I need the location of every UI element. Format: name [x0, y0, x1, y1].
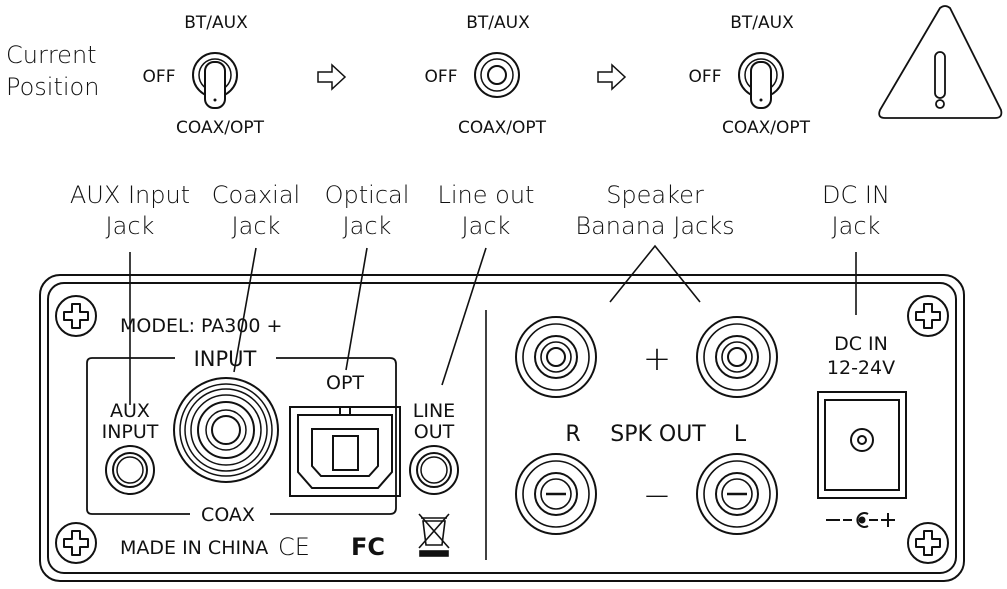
switch-1-top-label: BT/AUX — [184, 13, 248, 33]
callout-dcin-line2: Jack — [832, 212, 881, 240]
coax-label: COAX — [201, 504, 255, 526]
spk-out-label: SPK OUT — [610, 422, 706, 447]
speaker-terminal-l-plus — [696, 316, 778, 398]
current-position-label-line2: Position — [6, 73, 99, 101]
callout-opt-line1: Optical — [325, 181, 410, 209]
switch-1-left-label: OFF — [143, 67, 176, 87]
callout-dcin-line1: DC IN — [822, 181, 890, 209]
callout-coax-line2: Jack — [232, 212, 281, 240]
line-out-jack — [409, 445, 459, 495]
lineout-label-line2: OUT — [414, 421, 455, 443]
dc-in-jack — [817, 391, 907, 499]
fcc-mark-icon: FC — [351, 533, 385, 561]
arrow-right-icon-1 — [317, 63, 347, 91]
weee-bin-icon — [418, 513, 450, 557]
callout-aux-line2: Jack — [106, 212, 155, 240]
ce-mark-icon: CE — [278, 533, 310, 561]
switch-2-bottom-label: COAX/OPT — [458, 118, 547, 138]
model-label: MODEL: PA300 + — [120, 315, 282, 337]
dc-label-line2: 12-24V — [827, 357, 895, 379]
callout-opt-line2: Jack — [343, 212, 392, 240]
switch-3-lever — [750, 61, 772, 109]
switch-2-nut — [480, 58, 514, 92]
callout-lineout-line1: Line out — [438, 181, 535, 209]
callout-lineout-line2: Jack — [462, 212, 511, 240]
current-position-label-line1: Current — [6, 41, 97, 69]
switch-position-2: BT/AUX OFF COAX/OPT — [425, 13, 547, 138]
switch-1-lever — [204, 61, 226, 109]
switch-position-1: BT/AUX OFF COAX/OPT — [143, 13, 265, 138]
lineout-label-line1: LINE — [413, 400, 455, 422]
screw-icon-top-left — [55, 295, 97, 337]
made-in-label: MADE IN CHINA — [120, 537, 268, 559]
minus-label: − — [643, 476, 672, 516]
dc-polarity-icon — [826, 512, 895, 528]
screw-icon-top-right — [907, 295, 949, 337]
panel-inner — [47, 282, 957, 574]
switch-1-bottom-label: COAX/OPT — [176, 118, 265, 138]
screw-icon-bottom-right — [907, 522, 949, 564]
l-label: L — [734, 422, 747, 447]
switch-3-top-label: BT/AUX — [730, 13, 794, 33]
optical-jack — [289, 406, 401, 497]
dc-label-line1: DC IN — [834, 333, 888, 355]
callout-aux-line1: AUX Input — [70, 181, 190, 209]
speaker-terminal-r-minus — [515, 453, 597, 535]
opt-label: OPT — [326, 372, 364, 394]
switch-2-bezel — [474, 52, 520, 98]
speaker-terminal-l-minus — [696, 453, 778, 535]
switch-2-lever-tip — [487, 65, 507, 85]
switch-3-bottom-label: COAX/OPT — [722, 118, 811, 138]
switch-3-left-label: OFF — [689, 67, 722, 87]
plus-label: + — [643, 339, 672, 379]
speaker-terminal-r-plus — [515, 316, 597, 398]
panel-outer — [39, 274, 965, 582]
input-group-label: INPUT — [194, 347, 257, 371]
screw-icon-bottom-left — [55, 522, 97, 564]
aux-label-line2: INPUT — [102, 421, 159, 443]
coaxial-jack — [173, 377, 279, 483]
aux-input-jack — [105, 445, 155, 495]
switch-position-3: BT/AUX OFF COAX/OPT — [689, 13, 811, 138]
arrow-right-icon-2 — [597, 63, 627, 91]
callout-speaker-line2: Banana Jacks — [575, 212, 734, 240]
r-label: R — [565, 422, 580, 447]
callout-speaker-line1: Speaker — [606, 181, 704, 209]
aux-label-line1: AUX — [110, 400, 150, 422]
switch-2-top-label: BT/AUX — [466, 13, 530, 33]
switch-2-left-label: OFF — [425, 67, 458, 87]
callout-coax-line1: Coaxial — [212, 181, 300, 209]
warning-triangle-icon — [878, 5, 1003, 119]
